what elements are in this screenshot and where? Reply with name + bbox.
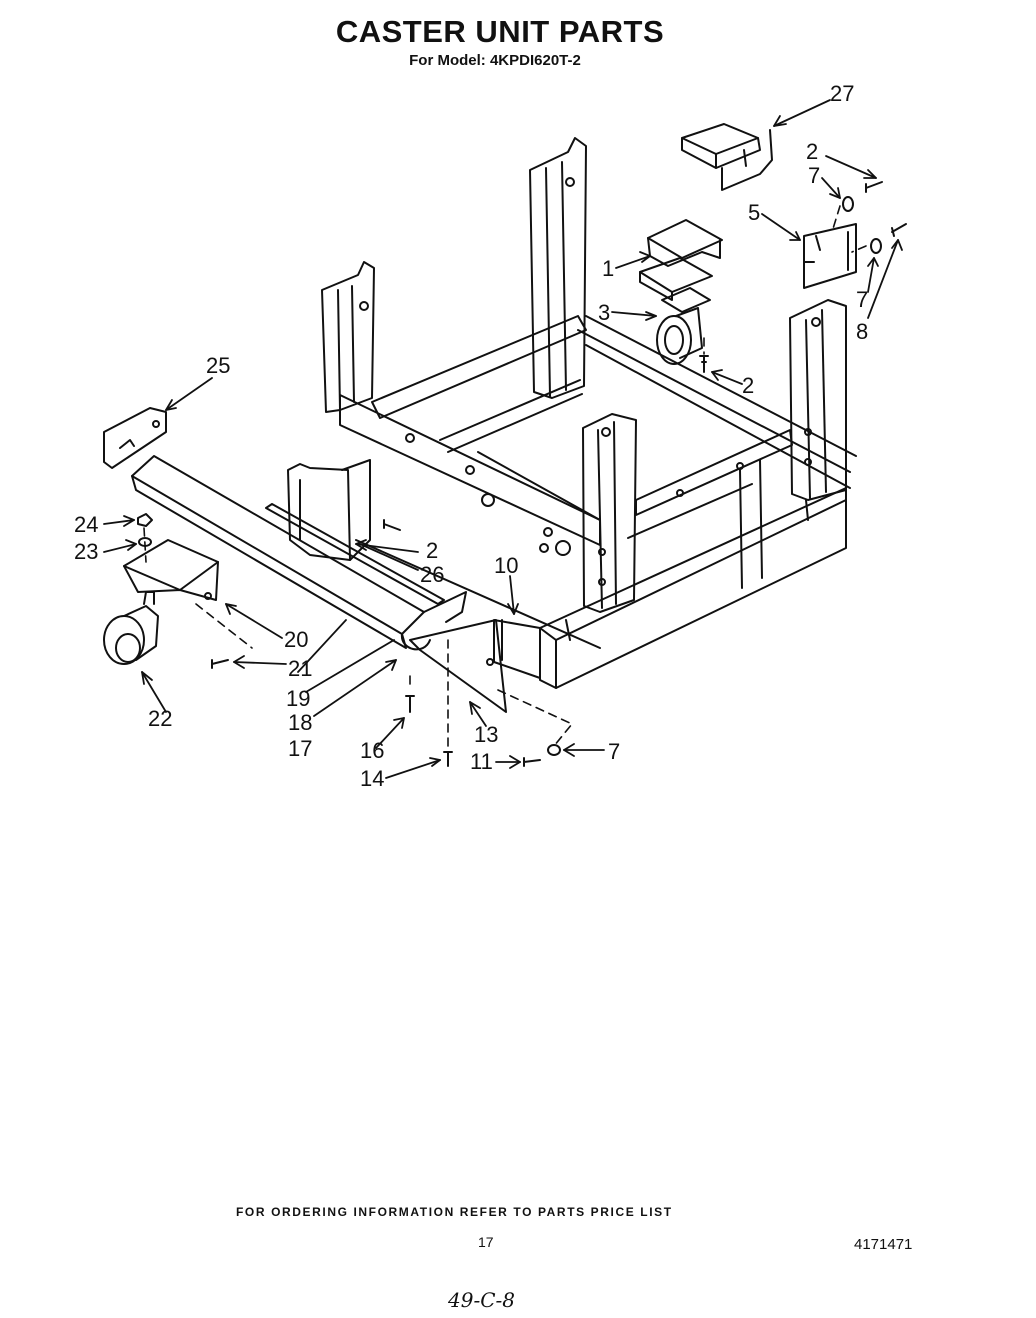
screw-8 <box>891 223 907 237</box>
callout-1: 1 <box>602 256 614 281</box>
screw-16 <box>405 695 415 713</box>
assembly-lines <box>143 205 867 747</box>
callout-18: 18 <box>288 710 312 735</box>
callout-24: 24 <box>74 512 98 537</box>
part-5-bracket <box>803 223 857 289</box>
rear-left-upright <box>321 261 375 413</box>
callout-27: 27 <box>830 81 854 106</box>
ordering-information-note: FOR ORDERING INFORMATION REFER TO PARTS … <box>236 1205 673 1219</box>
callout-17: 17 <box>288 736 312 761</box>
callout-21: 21 <box>288 656 312 681</box>
part-27-bracket <box>681 123 773 191</box>
model-subtitle: For Model: 4KPDI620T-2 <box>409 52 581 69</box>
washer-7-right <box>870 238 882 254</box>
screw-2-middle <box>383 519 401 531</box>
handwritten-note: 49-C-8 <box>448 1288 515 1312</box>
callout-8: 8 <box>856 319 868 344</box>
part-10-bracket <box>493 619 541 679</box>
callout-25: 25 <box>206 353 230 378</box>
nut-24 <box>137 513 153 527</box>
callout-23: 23 <box>74 539 98 564</box>
screw-11 <box>523 757 541 767</box>
page-number: 17 <box>478 1234 494 1250</box>
callout-19: 19 <box>286 686 310 711</box>
leader-lines <box>103 99 903 779</box>
callout-7-upper: 7 <box>808 163 820 188</box>
washer-7-lower <box>547 744 561 756</box>
screw-14 <box>443 751 453 767</box>
washer-7-upper <box>842 196 854 212</box>
part-25-end-cap <box>103 407 167 469</box>
callout-2-rear: 2 <box>742 373 754 398</box>
callout-16: 16 <box>360 738 384 763</box>
screw-21 <box>211 659 229 669</box>
callout-26: 26 <box>420 562 444 587</box>
callout-3: 3 <box>598 300 610 325</box>
callout-2-upper: 2 <box>806 139 818 164</box>
callout-7-lower: 7 <box>608 739 620 764</box>
part-26-strip <box>265 503 445 605</box>
callout-5: 5 <box>748 200 760 225</box>
callout-2-middle: 2 <box>426 538 438 563</box>
part-13-panel <box>409 619 507 713</box>
page-title: CASTER UNIT PARTS <box>335 14 665 49</box>
screw-2-upper <box>865 181 883 193</box>
callout-11: 11 <box>470 749 493 774</box>
part-19-kick-tube <box>131 455 467 651</box>
front-left-upright <box>582 413 637 613</box>
part-1-caster-mount <box>639 219 723 301</box>
callout-13: 13 <box>474 722 498 747</box>
callout-14: 14 <box>360 766 384 791</box>
part-3-caster <box>656 287 711 365</box>
callout-22: 22 <box>148 706 172 731</box>
callout-7-right: 7 <box>856 287 868 312</box>
callout-labels: 27 2 7 5 1 3 2 7 8 25 24 23 2 26 10 20 2… <box>74 81 868 791</box>
part-22-caster <box>103 591 159 665</box>
frame-assembly <box>287 137 857 689</box>
callout-10: 10 <box>494 553 518 578</box>
rear-right-upright <box>529 137 587 399</box>
callout-20: 20 <box>284 627 308 652</box>
part-20-caster-bracket <box>123 539 219 601</box>
screw-2-rear <box>699 355 709 373</box>
document-number: 4171471 <box>854 1236 913 1253</box>
